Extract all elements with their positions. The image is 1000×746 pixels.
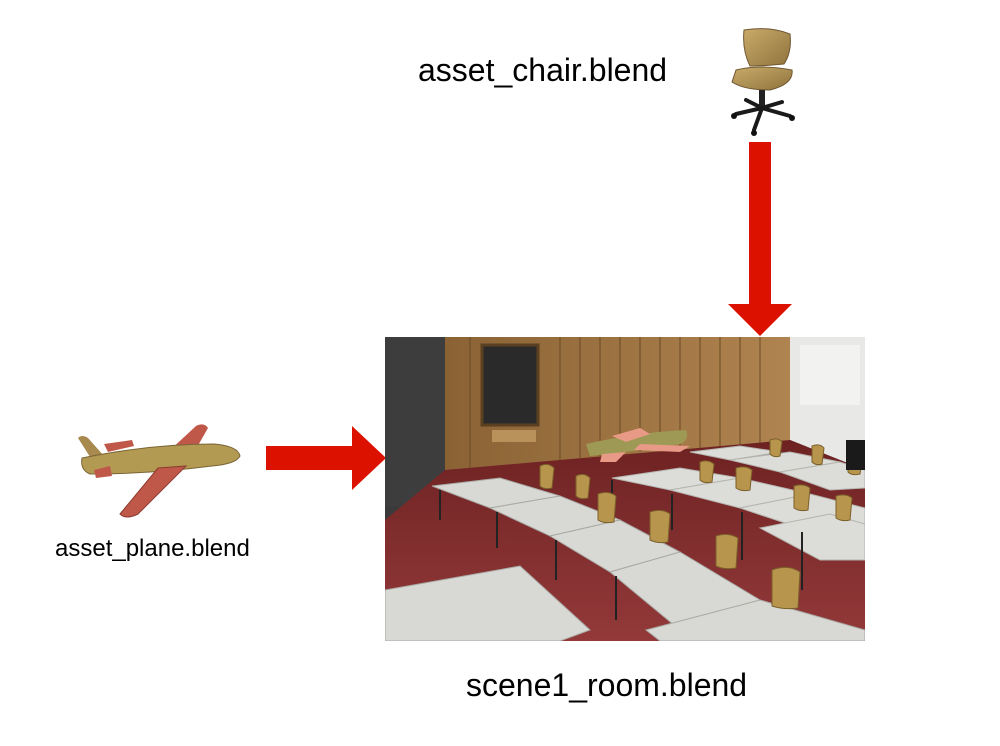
chair-to-scene-arrow [728,142,792,336]
office-chair-icon [731,28,795,136]
scene-label: scene1_room.blend [466,667,748,703]
plane-to-scene-arrow [266,426,386,490]
chair-asset-label: asset_chair.blend [418,52,668,88]
scene-render-image [385,337,865,641]
plane-asset-label: asset_plane.blend [55,535,250,562]
toy-airplane-icon [78,424,241,518]
